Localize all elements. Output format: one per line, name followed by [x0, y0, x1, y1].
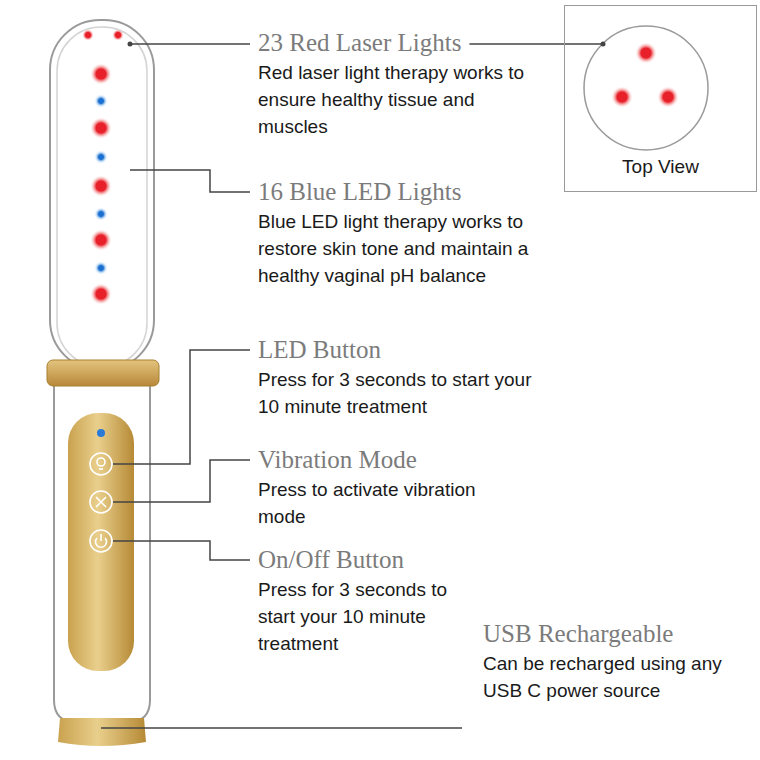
top-view-box: Top View — [564, 5, 757, 192]
callout-text: Can be recharged using any USB C power s… — [483, 650, 738, 704]
callout-text: Press for 3 seconds to start your 10 min… — [258, 366, 533, 420]
top-view-circle — [584, 26, 708, 150]
light-head-inner — [57, 27, 147, 367]
light-column — [90, 63, 112, 305]
callout-heading: USB Rechargeable — [483, 619, 673, 649]
callout-heading: 16 Blue LED Lights — [258, 177, 461, 207]
control-panel — [68, 413, 134, 671]
callout-heading: On/Off Button — [258, 545, 404, 575]
callout-text: Press for 3 seconds to start your 10 min… — [258, 576, 458, 657]
callout-text: Press to activate vibration mode — [258, 476, 523, 530]
light-head — [50, 20, 154, 370]
callout-text: Red laser light therapy works to ensure … — [258, 59, 533, 140]
callout-text: Blue LED light therapy works to restore … — [258, 208, 573, 289]
red-laser — [611, 86, 633, 108]
callout-heading: Vibration Mode — [258, 445, 417, 475]
leader-dot — [601, 42, 606, 47]
gold-base — [58, 718, 146, 746]
callout-heading: 23 Red Laser Lights — [258, 28, 461, 58]
red-laser — [635, 42, 657, 64]
red-laser — [657, 86, 679, 108]
view-label: Top View — [565, 156, 756, 178]
red-laser — [82, 29, 94, 41]
handle — [54, 380, 150, 722]
red-laser — [112, 29, 124, 41]
gold-ring — [47, 360, 159, 386]
indicator-light — [97, 429, 105, 437]
buttons — [90, 453, 112, 552]
callout-heading: LED Button — [258, 335, 381, 365]
leader-dot — [128, 42, 133, 47]
